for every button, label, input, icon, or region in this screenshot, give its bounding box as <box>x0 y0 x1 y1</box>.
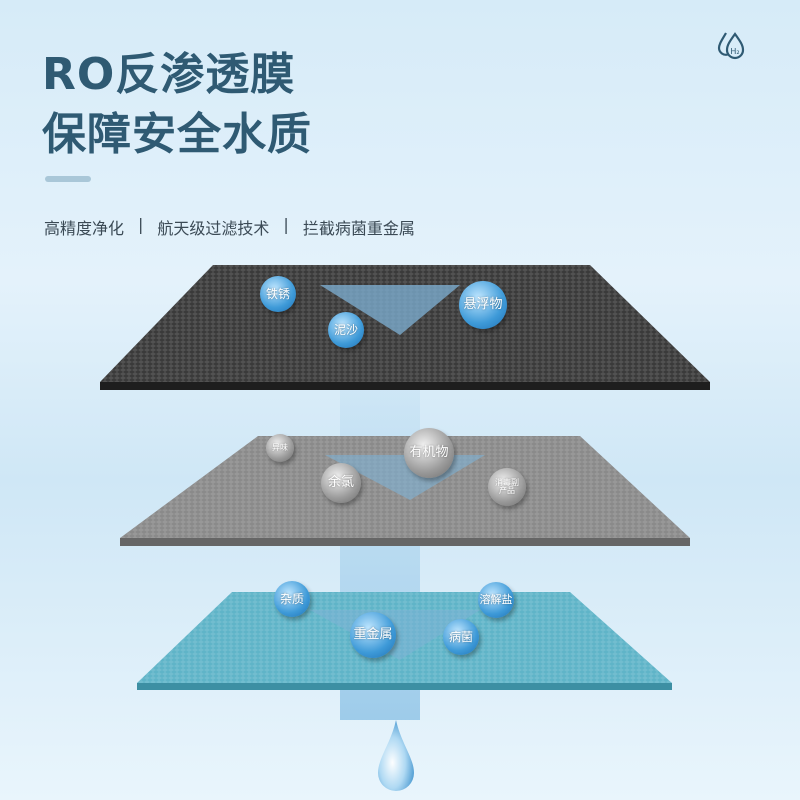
feature: 高精度净化 <box>44 219 125 238</box>
contaminant-bubble: 悬浮物 <box>459 281 507 329</box>
layer-bottom-edge <box>137 683 672 690</box>
contaminant-bubble: 余氯 <box>321 463 361 503</box>
headline-line1: RO反渗透膜 <box>42 49 296 100</box>
headline-line2: 保障安全水质 <box>42 109 312 160</box>
h2-water-drops-icon: H₂ <box>717 32 745 60</box>
layer-top-edge <box>100 382 710 390</box>
feature: 拦截病菌重金属 <box>302 219 415 238</box>
separator: | <box>283 215 289 234</box>
separator: | <box>138 215 144 234</box>
contaminant-bubble: 杂质 <box>274 581 310 617</box>
arrow-top <box>320 285 460 335</box>
water-drop-icon <box>378 720 414 791</box>
divider <box>45 176 91 182</box>
contaminant-bubble: 溶解盐 <box>478 582 514 618</box>
contaminant-bubble: 重金属 <box>350 612 396 658</box>
layer-middle-edge <box>120 538 690 546</box>
contaminant-bubble: 消毒副产品 <box>488 468 526 506</box>
feature: 航天级过滤技术 <box>157 219 270 238</box>
feature-list: 高精度净化 | 航天级过滤技术 | 拦截病菌重金属 <box>44 215 415 239</box>
contaminant-bubble: 泥沙 <box>328 312 364 348</box>
contaminant-bubble: 病菌 <box>443 619 479 655</box>
logo-text: H₂ <box>730 47 739 56</box>
contaminant-bubble: 有机物 <box>404 428 454 478</box>
contaminant-bubble: 异味 <box>266 434 294 462</box>
contaminant-bubble: 铁锈 <box>260 276 296 312</box>
